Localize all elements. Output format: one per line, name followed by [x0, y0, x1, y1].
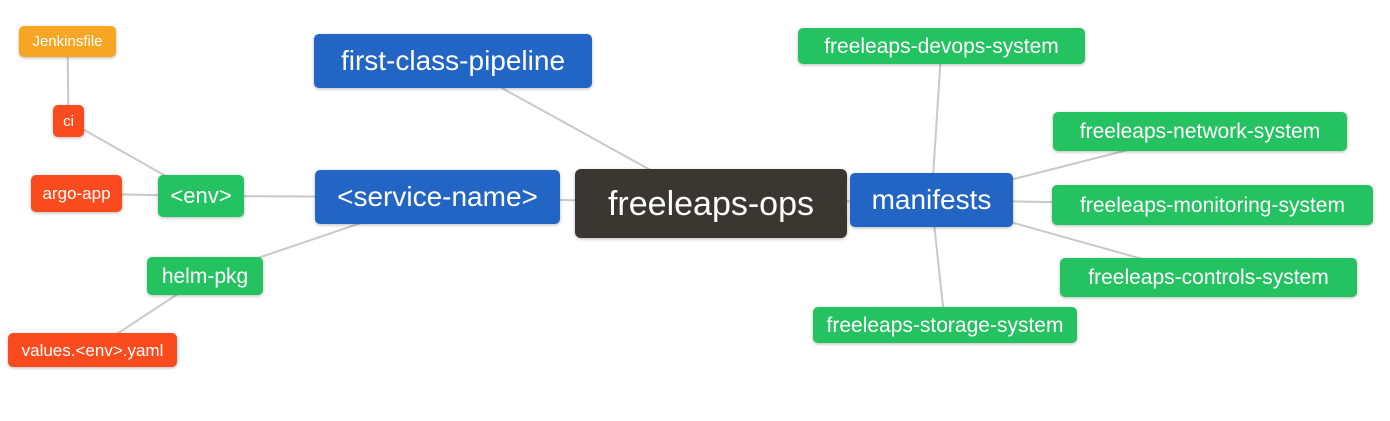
node-freeleaps-monitoring-system[interactable]: freeleaps-monitoring-system [1052, 185, 1373, 225]
node-helm-pkg[interactable]: helm-pkg [147, 257, 263, 295]
node-first-class-pipeline[interactable]: first-class-pipeline [314, 34, 592, 88]
node-argo-app[interactable]: argo-app [31, 175, 122, 212]
node-manifests[interactable]: manifests [850, 173, 1013, 227]
node-ci[interactable]: ci [53, 105, 84, 137]
node-freeleaps-controls-system[interactable]: freeleaps-controls-system [1060, 258, 1357, 297]
node-jenkinsfile[interactable]: Jenkinsfile [19, 26, 116, 57]
node-freeleaps-ops-root[interactable]: freeleaps-ops [575, 169, 847, 238]
node-service-name[interactable]: <service-name> [315, 170, 560, 224]
node-values-env-yaml[interactable]: values.<env>.yaml [8, 333, 177, 367]
node-env[interactable]: <env> [158, 175, 244, 217]
node-freeleaps-storage-system[interactable]: freeleaps-storage-system [813, 307, 1077, 343]
node-freeleaps-devops-system[interactable]: freeleaps-devops-system [798, 28, 1085, 64]
node-freeleaps-network-system[interactable]: freeleaps-network-system [1053, 112, 1347, 151]
